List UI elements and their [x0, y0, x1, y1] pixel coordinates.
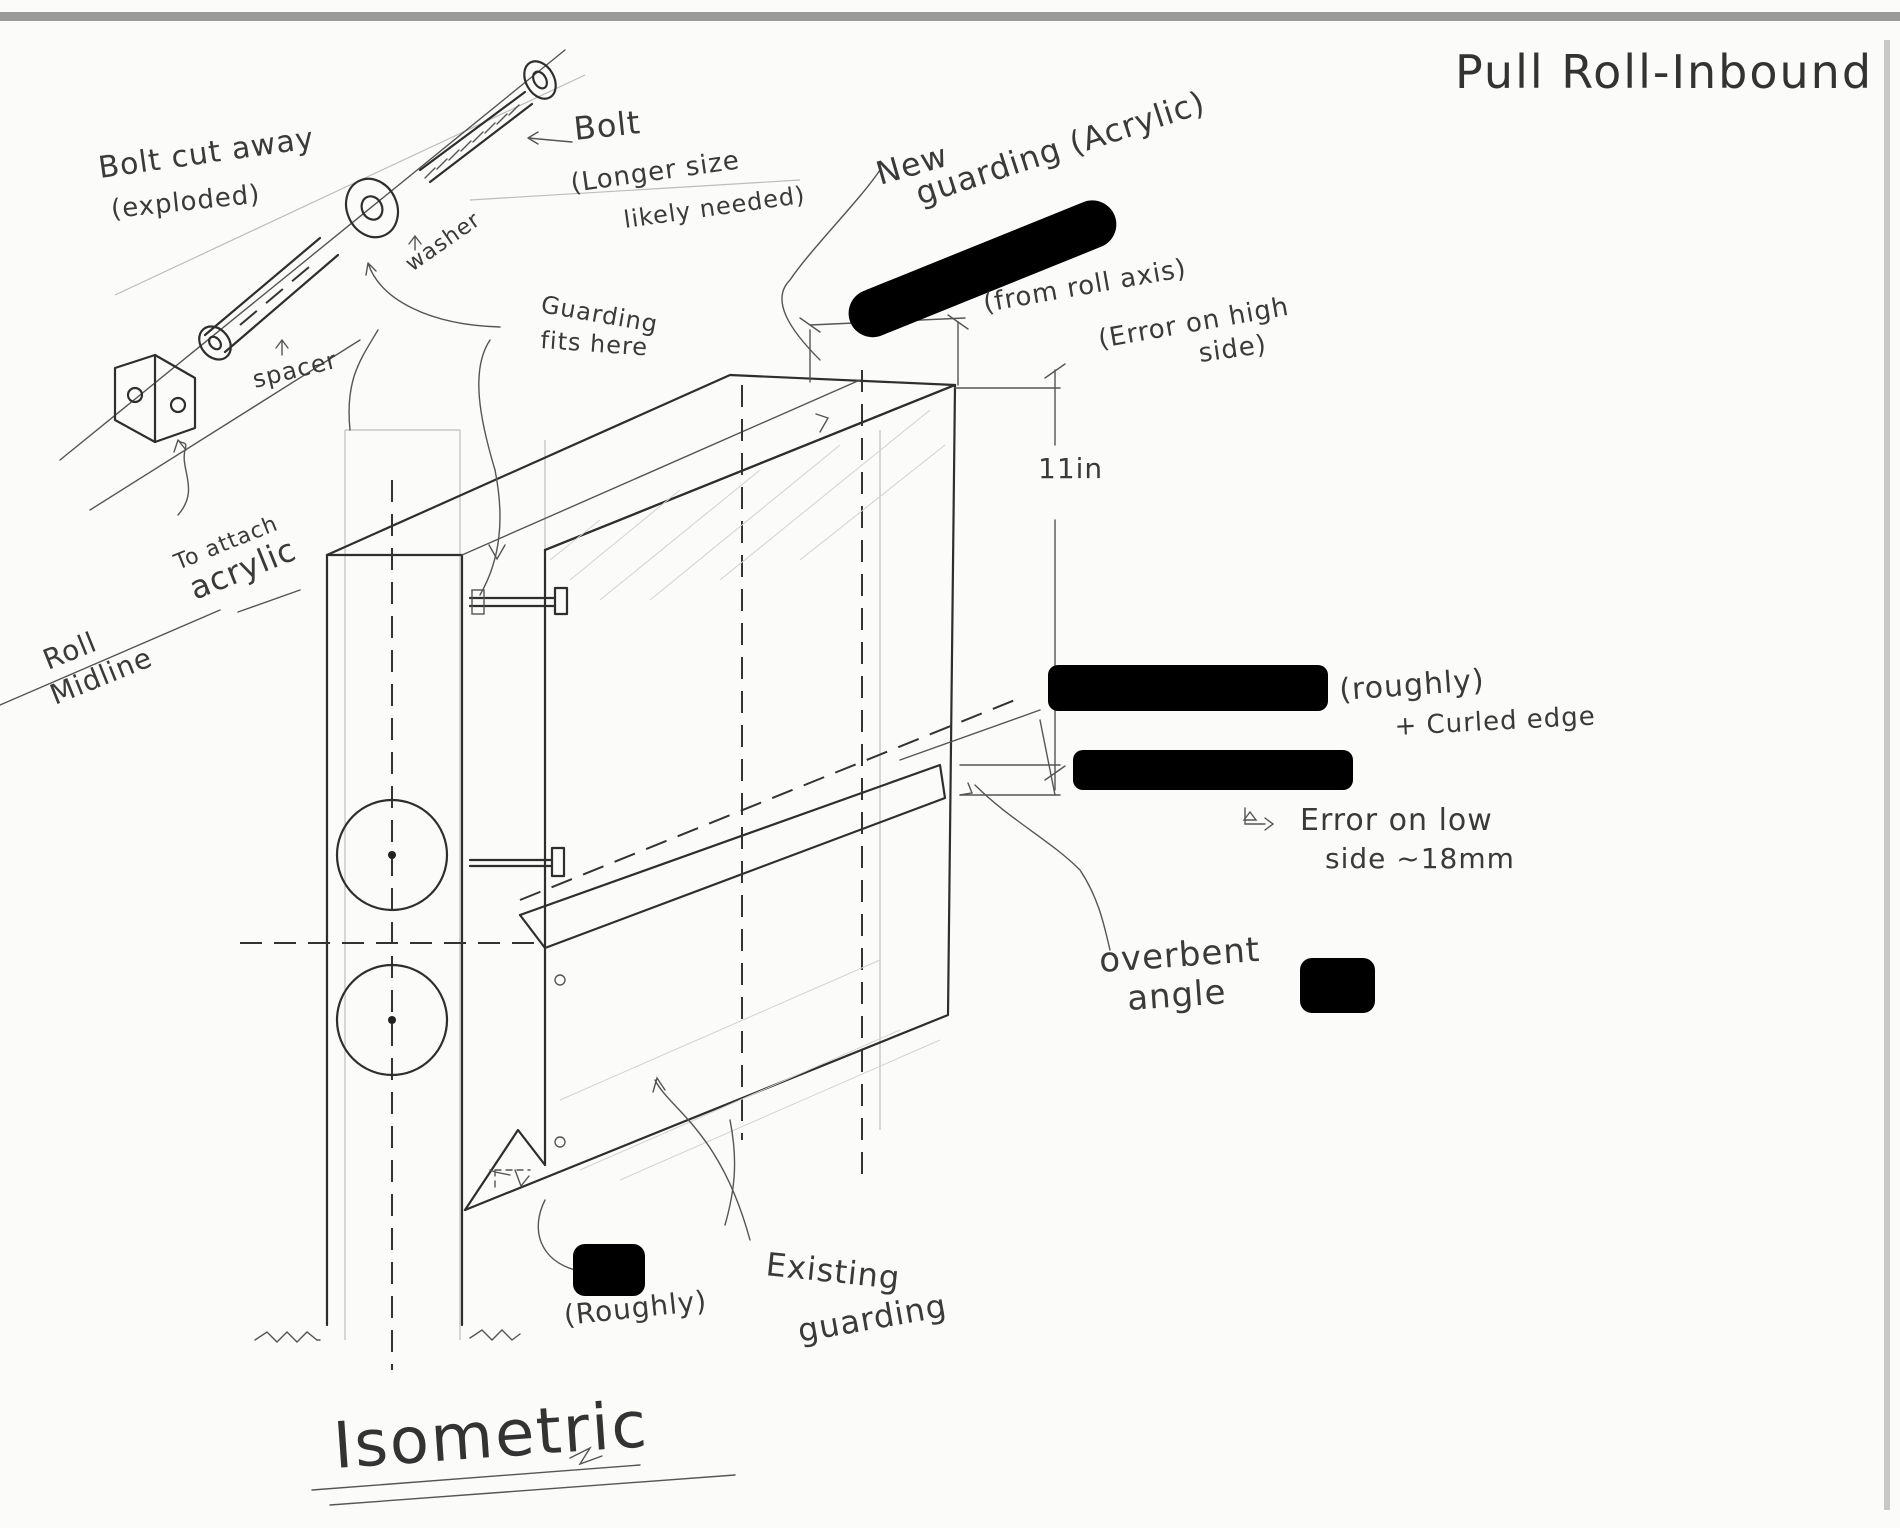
sheet-title: Pull Roll-Inbound: [1455, 45, 1873, 99]
dimension-lines: [514, 169, 1322, 1271]
label-existing: Existing: [764, 1245, 902, 1297]
label-error-low-side: side ~18mm: [1325, 842, 1515, 875]
view-label: Isometric: [331, 1388, 651, 1484]
redaction-bar: [573, 1244, 645, 1296]
redaction-bar: [1048, 665, 1328, 711]
redactions: [573, 200, 1375, 1296]
arrow-marker: [1242, 810, 1258, 821]
redaction-bar: [848, 200, 1117, 338]
construction-lines: [114, 74, 881, 1340]
label-curled-edge: + Curled edge: [1394, 701, 1597, 741]
redaction-bar: [1300, 958, 1375, 1013]
label-spacer: spacer: [250, 346, 340, 394]
roll-midline: [0, 49, 566, 706]
redaction-bar: [1073, 750, 1353, 790]
label-angle: angle: [1126, 972, 1228, 1019]
label-overbent: overbent: [1098, 930, 1262, 981]
bolt-assembly: [113, 60, 573, 516]
label-error-low: Error on low: [1300, 803, 1493, 838]
scan-border-top: [0, 12, 1900, 21]
title-underline-mark: [569, 1446, 603, 1466]
label-new-guarding-acrylic: guarding (Acrylic): [911, 83, 1210, 213]
label-roughly-top: (roughly): [1338, 663, 1486, 708]
label-washer: washer: [401, 207, 485, 277]
label-bolt-cut-away: Bolt cut away: [96, 121, 316, 186]
scan-border-right: [1884, 40, 1890, 1510]
existing-guarding-body: [240, 329, 1016, 1370]
label-bolt: Bolt: [572, 103, 643, 148]
label-height: 11in: [1038, 452, 1103, 485]
panel-shading: [549, 409, 946, 1181]
label-longer-size: (Longer size: [569, 146, 742, 199]
label-guarding: guarding: [795, 1286, 950, 1350]
title-underline: [311, 1464, 736, 1506]
label-exploded: (exploded): [110, 179, 262, 225]
